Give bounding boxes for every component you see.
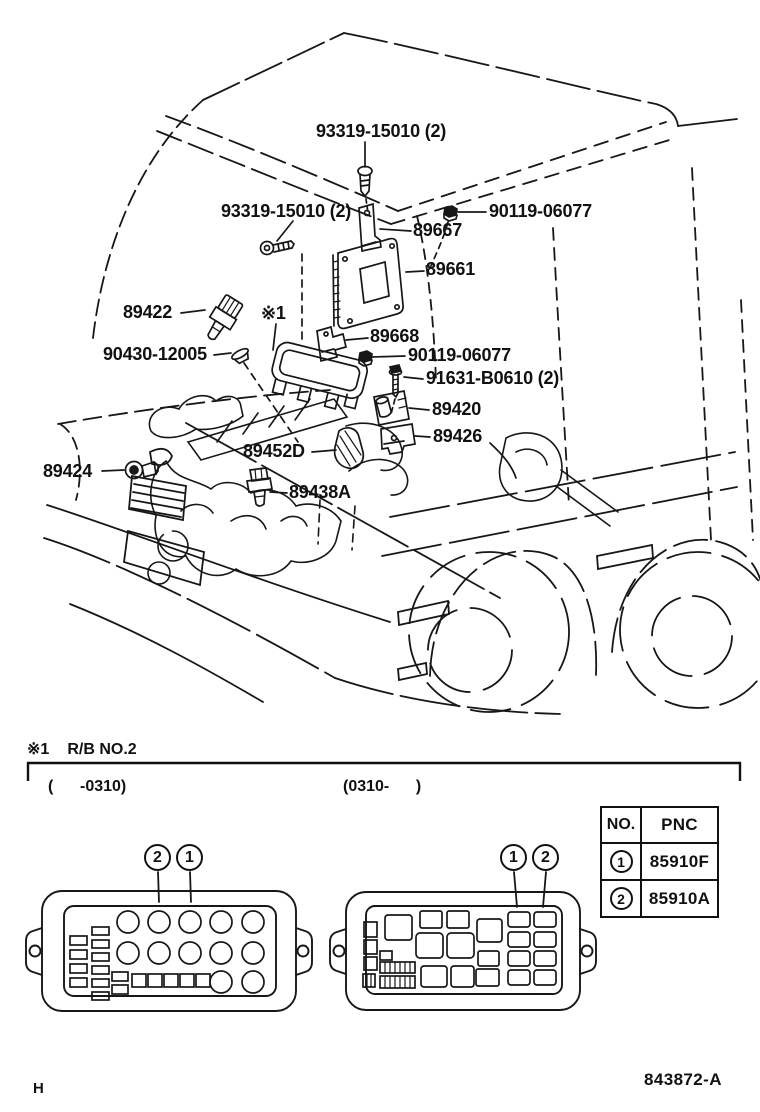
note-title: R/B NO.2 bbox=[67, 741, 137, 758]
variant-late-label: (0310- ) bbox=[343, 778, 422, 795]
note-marker: ※1 bbox=[27, 741, 50, 758]
figure-number: 843872-A bbox=[644, 1070, 722, 1089]
part-label-89452d: 89452D bbox=[243, 441, 305, 461]
part-label-93319-left: 93319-15010 (2) bbox=[221, 201, 352, 221]
part-label-89422: 89422 bbox=[123, 302, 173, 322]
stud-90430 bbox=[231, 347, 299, 443]
part-label-89668: 89668 bbox=[370, 326, 420, 346]
part-label-90119-lower: 90119-06077 bbox=[408, 345, 511, 365]
note-heading: ※1 R/B NO.2 bbox=[27, 741, 137, 759]
part-label-89424: 89424 bbox=[43, 461, 93, 481]
callout-lines bbox=[157, 871, 547, 908]
part-label-89667: 89667 bbox=[413, 220, 463, 240]
part-label-89420: 89420 bbox=[432, 399, 482, 419]
callout-right-1: 1 bbox=[500, 844, 527, 871]
fuse-box-early bbox=[25, 890, 313, 1012]
footnote-marker-1: ※1 bbox=[261, 303, 286, 323]
part-label-91631: 91631-B0610 (2) bbox=[426, 368, 560, 388]
table-row-2-pnc: 85910A bbox=[640, 879, 717, 916]
circled-number-2: 2 bbox=[609, 887, 633, 910]
leader-lines bbox=[101, 141, 517, 494]
part-label-89661: 89661 bbox=[426, 259, 476, 279]
part-label-93319-top: 93319-15010 (2) bbox=[316, 121, 447, 141]
part-label-89426: 89426 bbox=[433, 426, 483, 446]
note-bracket-line bbox=[26, 761, 742, 781]
relay-block-tray bbox=[271, 341, 368, 410]
ecu-89661 bbox=[332, 237, 404, 330]
part-label-90119-upper: 90119-06077 bbox=[489, 201, 592, 221]
fuse-box-late bbox=[329, 891, 597, 1011]
parts-linework bbox=[124, 165, 458, 507]
sensor-89420 bbox=[373, 389, 410, 427]
sensor-89438a bbox=[246, 467, 273, 507]
circled-number-1: 1 bbox=[609, 850, 633, 873]
part-label-89438a: 89438A bbox=[289, 482, 351, 502]
bolt-91631 bbox=[388, 364, 403, 415]
screw-left bbox=[259, 240, 303, 342]
variant-early-label: ( -0310) bbox=[48, 778, 127, 795]
pnc-table-header-pnc: PNC bbox=[640, 808, 717, 842]
table-row-1-no: 1 bbox=[602, 842, 640, 879]
callout-left-1: 1 bbox=[176, 844, 203, 871]
callout-right-2: 2 bbox=[532, 844, 559, 871]
part-label-90430: 90430-12005 bbox=[103, 344, 207, 364]
valve-89452d bbox=[333, 427, 365, 470]
pnc-table-header-no: NO. bbox=[606, 816, 636, 833]
pnc-table: NO. PNC 1 85910F 2 85910A bbox=[600, 806, 719, 918]
engine-linework bbox=[147, 394, 619, 585]
table-row-2-no: 2 bbox=[602, 879, 640, 916]
nut-90119 bbox=[443, 205, 458, 222]
footer-page-letter: H bbox=[33, 1080, 44, 1097]
table-row-1-pnc: 85910F bbox=[640, 842, 717, 879]
callout-left-2: 2 bbox=[144, 844, 171, 871]
grommet-89424 bbox=[124, 460, 159, 480]
sensor-89422 bbox=[207, 294, 244, 341]
bracket-89426 bbox=[380, 423, 416, 455]
